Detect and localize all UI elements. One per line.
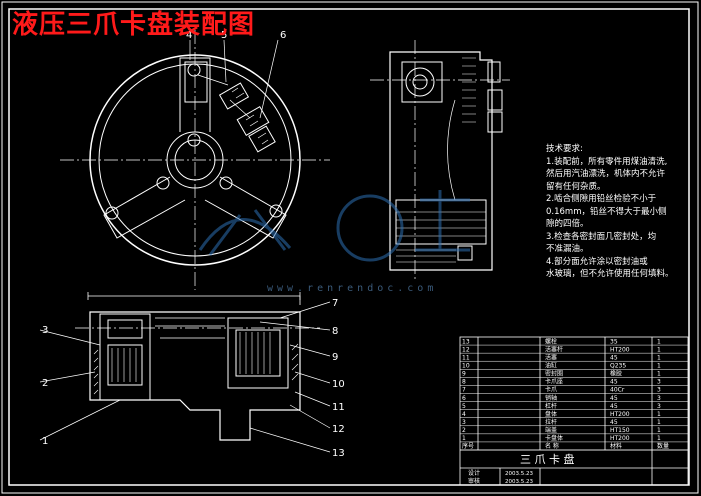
callout-4: 4 — [186, 30, 192, 41]
parts-cell-name: 拉杆 — [545, 418, 557, 426]
parts-cell-name: 油缸 — [545, 361, 557, 369]
parts-cell-qty: 3 — [657, 387, 661, 394]
parts-cell-material: 35 — [610, 338, 618, 345]
parts-cell-name: 杠杆 — [545, 402, 557, 410]
parts-cell-name: 卡爪 — [545, 386, 557, 394]
parts-cell-qty: 1 — [657, 419, 661, 426]
parts-cell-material: 橡胶 — [610, 370, 622, 378]
callout-1: 1 — [42, 436, 48, 447]
parts-cell-no: 11 — [462, 354, 470, 361]
callout-3: 3 — [42, 325, 48, 336]
inner-frame — [8, 8, 690, 486]
parts-cell-name: 销轴 — [545, 394, 557, 402]
drawing-name: 三 爪 卡 盘 — [520, 452, 575, 466]
parts-cell-material: Q235 — [610, 362, 626, 369]
parts-cell-material: 材料 — [610, 442, 622, 450]
notes-line: 水玻璃，但不允许使用任何填料。 — [546, 269, 674, 279]
parts-cell-name: 盘体 — [545, 410, 557, 418]
callout-5: 5 — [221, 30, 227, 41]
callout-2: 2 — [42, 378, 48, 389]
parts-cell-material: 45 — [610, 403, 618, 410]
parts-cell-no: 12 — [462, 346, 470, 353]
parts-cell-name: 名 称 — [545, 442, 559, 450]
parts-cell-name: 活塞 — [545, 353, 557, 361]
parts-cell-name: 螺栓 — [545, 337, 557, 345]
parts-cell-qty: 1 — [657, 362, 661, 369]
watermark-logo — [198, 190, 470, 262]
callout-10: 10 — [332, 379, 345, 390]
parts-cell-material: HT150 — [610, 427, 630, 434]
parts-cell-qty: 1 — [657, 346, 661, 353]
callout-6: 6 — [280, 30, 286, 41]
callout-12: 12 — [332, 424, 345, 435]
parts-cell-qty: 1 — [657, 435, 661, 442]
parts-cell-qty: 数量 — [657, 442, 669, 450]
parts-cell-qty: 1 — [657, 371, 661, 378]
watermark-text: www.renrendoc.com — [267, 283, 438, 294]
parts-cell-no: 3 — [462, 419, 466, 426]
technical-requirements: 技术要求: 1.装配前，所有零件用煤油清洗, 然后用汽油漂洗，机体内不允许 留有… — [546, 143, 696, 281]
notes-line: 1.装配前，所有零件用煤油清洗, — [546, 156, 668, 167]
parts-cell-no: 6 — [462, 395, 466, 402]
parts-cell-no: 1 — [462, 435, 466, 442]
parts-cell-qty: 1 — [657, 354, 661, 361]
parts-cell-material: HT200 — [610, 346, 630, 353]
front-view — [60, 30, 330, 290]
parts-cell-qty: 1 — [657, 338, 661, 345]
parts-cell-material: 45 — [610, 395, 618, 402]
bottom-section-view — [75, 292, 320, 441]
notes-line: 不准漏油。 — [546, 244, 589, 254]
parts-cell-no: 2 — [462, 427, 466, 434]
parts-cell-material: 45 — [610, 419, 618, 426]
sign-date-1: 2003.5.23 — [505, 471, 533, 477]
parts-cell-material: 40Cr — [610, 387, 625, 394]
parts-cell-qty: 1 — [657, 411, 661, 418]
parts-cell-material: 45 — [610, 379, 618, 386]
parts-cell-material: HT200 — [610, 435, 630, 442]
parts-cell-qty: 3 — [657, 379, 661, 386]
notes-line: 然后用汽油漂洗，机体内不允许 — [546, 169, 666, 179]
notes-line: 3.检查各密封面几密封处，均 — [546, 231, 657, 242]
notes-heading: 技术要求: — [546, 144, 583, 154]
parts-cell-material: HT200 — [610, 411, 630, 418]
parts-cell-no: 4 — [462, 411, 466, 418]
parts-cell-no: 10 — [462, 362, 470, 369]
parts-cell-no: 序号 — [462, 442, 474, 450]
callout-8: 8 — [332, 326, 338, 337]
parts-cell-no: 7 — [462, 387, 466, 394]
parts-cell-name: 卡爪座 — [545, 378, 563, 386]
notes-line: 留有任何杂质。 — [546, 181, 606, 192]
parts-cell-name: 密封圈 — [545, 370, 563, 378]
parts-cell-qty: 3 — [657, 403, 661, 410]
callout-11: 11 — [332, 402, 345, 413]
parts-cell-no: 9 — [462, 371, 466, 378]
notes-line: 4.部分面允许涂以密封油或 — [546, 256, 648, 267]
parts-cell-name: 活塞杆 — [545, 345, 563, 353]
parts-cell-name: 卡盘体 — [545, 434, 563, 442]
parts-cell-material: 45 — [610, 354, 618, 361]
notes-line: 2.啮合侧隙用铅丝检验不小于 — [546, 194, 657, 204]
sign-row-review: 审核 — [468, 477, 480, 485]
callout-9: 9 — [332, 352, 338, 363]
parts-cell-qty: 1 — [657, 427, 661, 434]
sign-date-2: 2003.5.23 — [505, 479, 533, 485]
parts-cell-qty: 3 — [657, 395, 661, 402]
parts-cell-no: 5 — [462, 403, 466, 410]
parts-cell-no: 8 — [462, 379, 466, 386]
drawing-title: 液压三爪卡盘装配图 — [12, 10, 256, 40]
parts-cell-no: 13 — [462, 338, 470, 345]
callout-13: 13 — [332, 448, 345, 459]
parts-cell-name: 端盖 — [545, 426, 557, 434]
callout-7: 7 — [332, 298, 338, 309]
notes-line: 0.16mm，铅丝不得大于最小侧 — [546, 206, 667, 217]
notes-line: 隙的四倍。 — [546, 219, 589, 229]
sign-row-design: 设计 — [468, 469, 480, 477]
